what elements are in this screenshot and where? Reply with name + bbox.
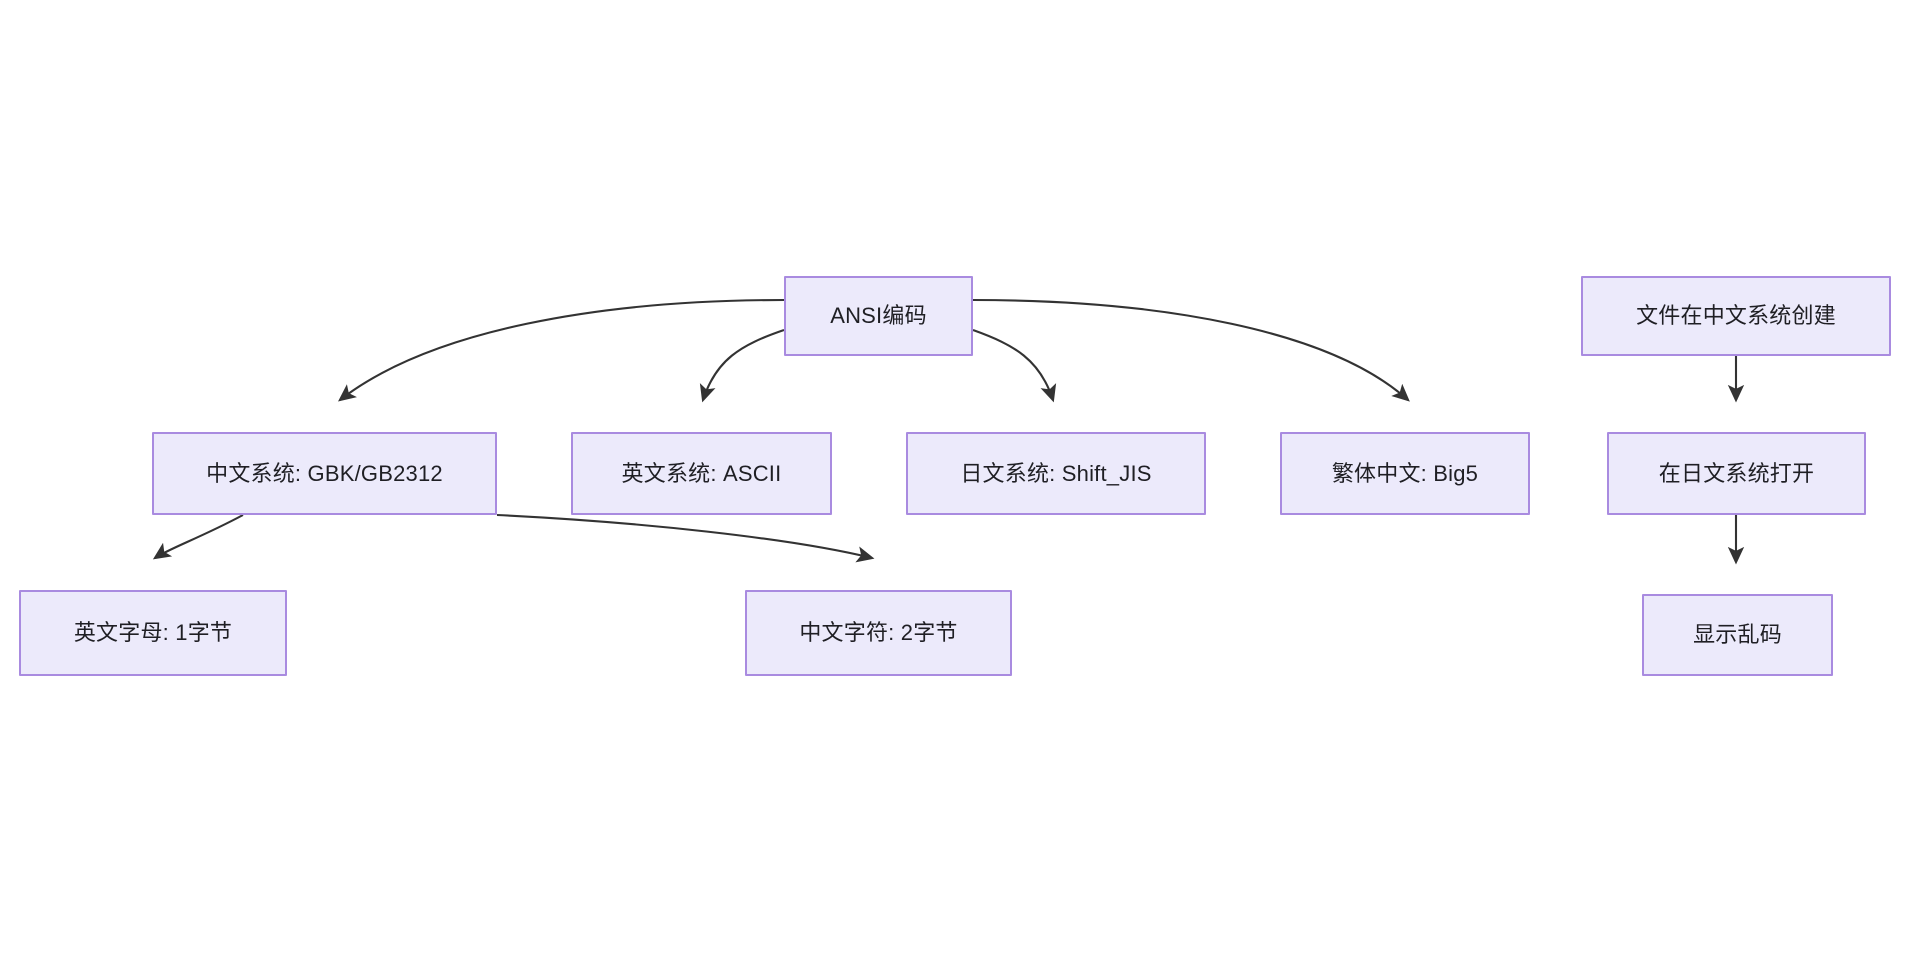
node-english-letter-bytes-label: 英文字母: 1字节 bbox=[73, 620, 233, 646]
node-japanese-system-label: 日文系统: Shift_JIS bbox=[960, 460, 1152, 486]
node-chinese-system-label: 中文系统: GBK/GB2312 bbox=[206, 460, 443, 486]
edge-ansi-to-english-system bbox=[699, 329, 785, 403]
node-traditional-chinese-label: 繁体中文: Big5 bbox=[1331, 460, 1479, 486]
node-file-created-chinese-label: 文件在中文系统创建 bbox=[1636, 303, 1836, 329]
edge-ansi-to-chinese-system bbox=[338, 298, 785, 402]
edge-chinese-system-to-chinese-char bbox=[496, 513, 875, 563]
node-traditional-chinese[interactable]: 繁体中文: Big5 bbox=[1280, 432, 1530, 515]
node-english-system[interactable]: 英文系统: ASCII bbox=[571, 432, 832, 515]
node-ansi-label: ANSI编码 bbox=[830, 303, 927, 329]
node-garbled-text-label: 显示乱码 bbox=[1693, 622, 1782, 648]
node-english-system-label: 英文系统: ASCII bbox=[621, 460, 782, 486]
node-chinese-system[interactable]: 中文系统: GBK/GB2312 bbox=[152, 432, 497, 515]
node-japanese-system[interactable]: 日文系统: Shift_JIS bbox=[906, 432, 1206, 515]
node-open-in-japanese-label: 在日文系统打开 bbox=[1658, 460, 1815, 486]
node-file-created-chinese[interactable]: 文件在中文系统创建 bbox=[1581, 276, 1891, 356]
node-ansi[interactable]: ANSI编码 bbox=[784, 276, 973, 356]
node-garbled-text[interactable]: 显示乱码 bbox=[1642, 594, 1833, 676]
edge-ansi-to-traditional-chinese bbox=[972, 298, 1410, 402]
edge-chinese-system-to-english-letter bbox=[152, 514, 244, 560]
node-open-in-japanese[interactable]: 在日文系统打开 bbox=[1607, 432, 1866, 515]
node-chinese-char-bytes[interactable]: 中文字符: 2字节 bbox=[745, 590, 1012, 676]
node-english-letter-bytes[interactable]: 英文字母: 1字节 bbox=[19, 590, 287, 676]
edge-ansi-to-japanese-system bbox=[972, 329, 1057, 403]
node-chinese-char-bytes-label: 中文字符: 2字节 bbox=[799, 620, 958, 646]
